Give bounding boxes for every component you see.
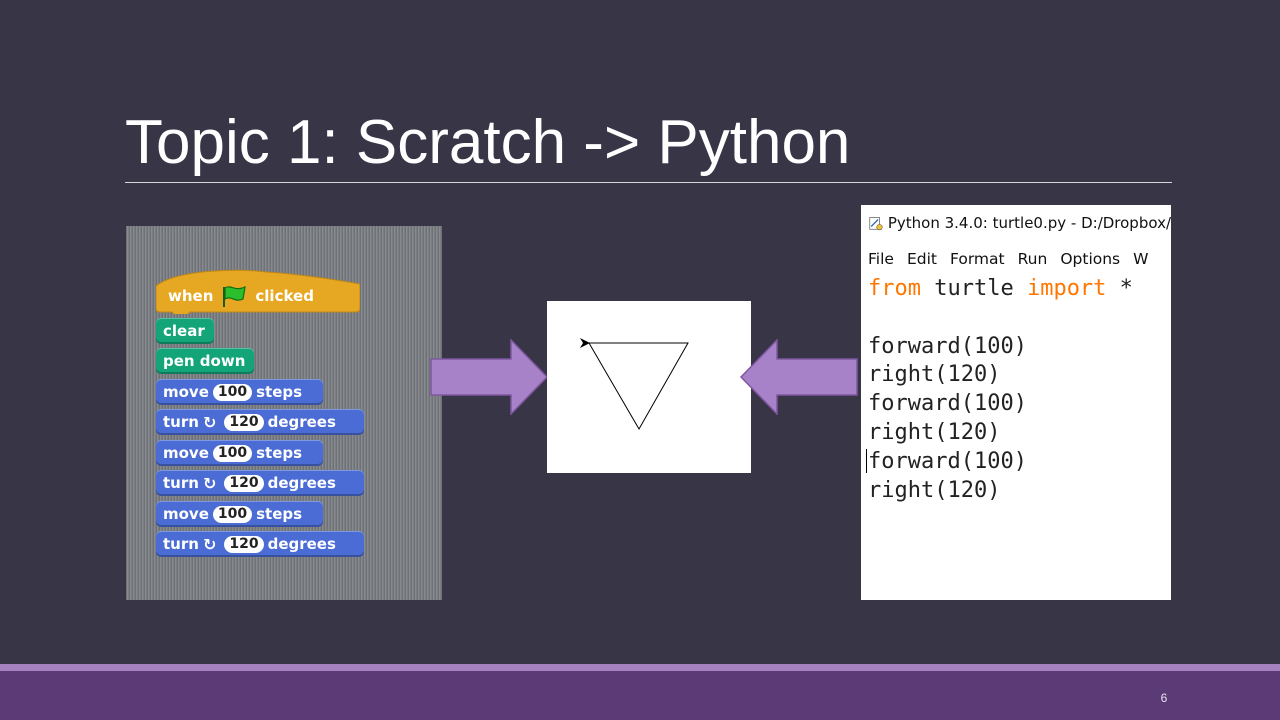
- menu-bar: File Edit Format Run Options W: [861, 245, 1171, 273]
- turn-clockwise-icon: ↻: [202, 534, 217, 554]
- menu-edit[interactable]: Edit: [906, 250, 937, 268]
- python-idle-window: Python 3.4.0: turtle0.py - D:/Dropbox/ F…: [861, 205, 1171, 600]
- block-label: degrees: [267, 413, 336, 431]
- block-label: pen down: [163, 352, 246, 370]
- degrees-value-input[interactable]: 120: [224, 413, 264, 431]
- menu-run[interactable]: Run: [1017, 250, 1048, 268]
- triangle-drawing: [580, 338, 689, 431]
- degrees-value-input[interactable]: 120: [224, 535, 264, 553]
- degrees-value-input[interactable]: 120: [224, 474, 264, 492]
- idle-app-icon: [869, 217, 883, 231]
- window-titlebar: Python 3.4.0: turtle0.py - D:/Dropbox/: [861, 205, 1171, 241]
- block-label: move: [163, 444, 209, 462]
- block-label: turn: [163, 413, 199, 431]
- block-label: turn: [163, 474, 199, 492]
- block-label: steps: [256, 383, 303, 401]
- slide-title: Topic 1: Scratch -> Python: [125, 108, 851, 177]
- clicked-label: clicked: [255, 287, 314, 305]
- clear-block[interactable]: clear: [156, 318, 214, 344]
- code-line: right(120): [868, 419, 1001, 445]
- menu-file[interactable]: File: [868, 250, 894, 268]
- when-flag-clicked-hat-block[interactable]: [156, 268, 360, 314]
- turtle-output-canvas: [547, 301, 751, 473]
- code-line: forward(100): [868, 333, 1027, 359]
- move-steps-block[interactable]: move 100 steps: [156, 501, 323, 527]
- code-line-import: from turtle import *: [868, 276, 1133, 301]
- turn-degrees-block[interactable]: turn ↻ 120 degrees: [156, 409, 364, 435]
- hat-block-label: when clicked: [168, 284, 314, 308]
- code-line: right(120): [868, 477, 1001, 503]
- turn-clockwise-icon: ↻: [202, 412, 217, 432]
- block-label: clear: [163, 322, 205, 340]
- turn-degrees-block[interactable]: turn ↻ 120 degrees: [156, 470, 364, 496]
- steps-value-input[interactable]: 100: [212, 444, 253, 462]
- green-flag-icon: [223, 285, 247, 307]
- move-steps-block[interactable]: move 100 steps: [156, 379, 323, 405]
- window-title: Python 3.4.0: turtle0.py - D:/Dropbox/: [887, 214, 1171, 232]
- page-number: 6: [1160, 691, 1168, 705]
- menu-options[interactable]: Options: [1060, 250, 1121, 268]
- menu-windows[interactable]: W: [1133, 250, 1149, 268]
- keyword-import: import: [1026, 276, 1107, 301]
- when-label: when: [168, 287, 214, 305]
- right-arrow-icon: [430, 339, 549, 415]
- footer-accent-line: [0, 664, 1280, 671]
- left-arrow-icon: [739, 339, 858, 415]
- block-label: degrees: [267, 474, 336, 492]
- code-editor[interactable]: from turtle import * forward(100) right(…: [868, 275, 1133, 505]
- code-line: right(120): [868, 362, 1001, 388]
- footer-bar: [0, 671, 1280, 720]
- code-line: forward(100): [868, 391, 1027, 417]
- text-cursor: [866, 449, 867, 473]
- scratch-script-panel: when clicked clear pen down move 100 ste…: [126, 226, 442, 600]
- code-line: forward(100): [868, 448, 1027, 474]
- turtle-cursor-icon: [580, 338, 590, 348]
- block-label: turn: [163, 535, 199, 553]
- code-text: turtle: [920, 276, 1027, 301]
- move-steps-block[interactable]: move 100 steps: [156, 440, 323, 466]
- turn-degrees-block[interactable]: turn ↻ 120 degrees: [156, 531, 364, 557]
- code-text: *: [1106, 276, 1133, 301]
- block-label: move: [163, 505, 209, 523]
- block-label: steps: [256, 505, 303, 523]
- menu-format[interactable]: Format: [949, 250, 1005, 268]
- pen-down-block[interactable]: pen down: [156, 348, 254, 374]
- block-label: move: [163, 383, 209, 401]
- keyword-from: from: [868, 276, 921, 301]
- steps-value-input[interactable]: 100: [212, 505, 253, 523]
- block-label: steps: [256, 444, 303, 462]
- steps-value-input[interactable]: 100: [212, 383, 253, 401]
- block-label: degrees: [267, 535, 336, 553]
- title-divider: [125, 182, 1172, 183]
- turn-clockwise-icon: ↻: [202, 473, 217, 493]
